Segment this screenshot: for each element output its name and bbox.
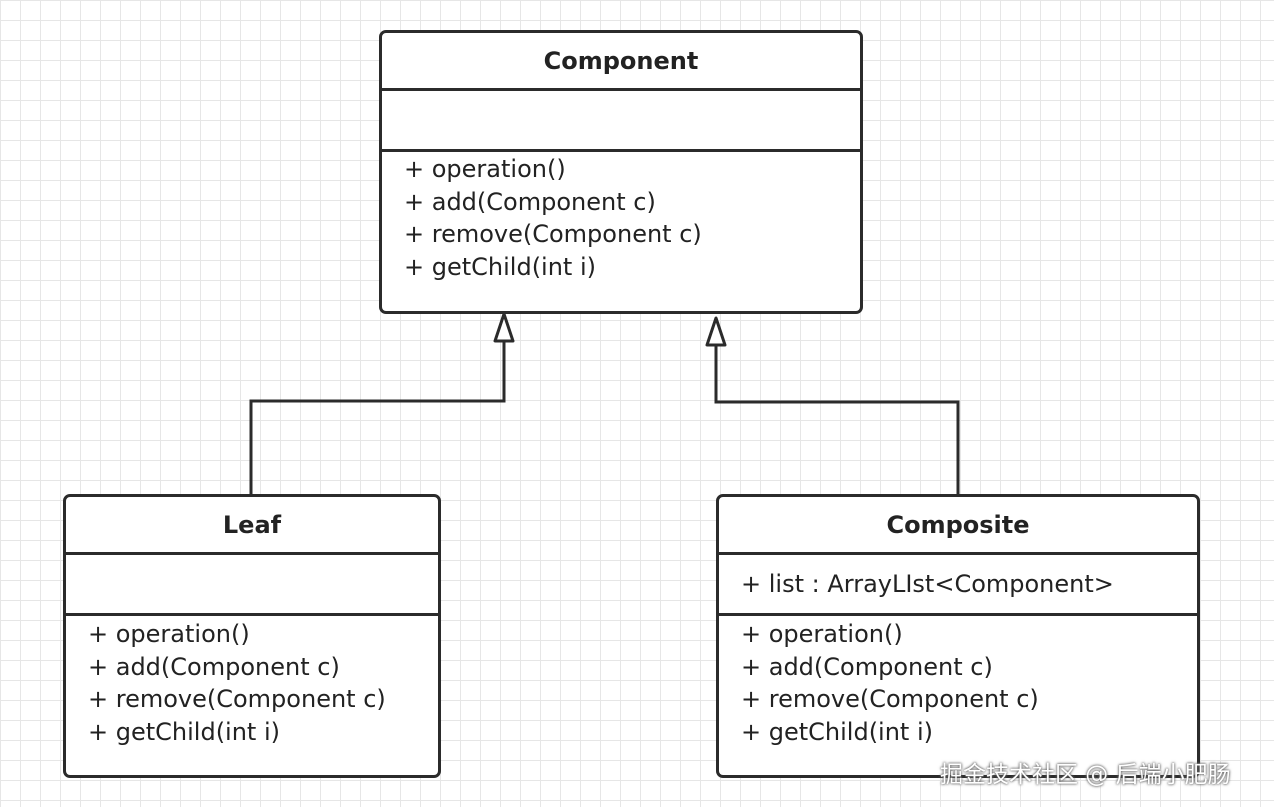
composite-class[interactable]: Composite + list : ArrayLIst<Component> … — [716, 494, 1200, 778]
leaf-attributes — [66, 555, 438, 616]
composite-class-name: Composite — [719, 497, 1197, 555]
operation-item: + getChild(int i) — [404, 252, 596, 281]
leaf-operations: + operation() + add(Component c) + remov… — [66, 616, 438, 748]
component-class[interactable]: Component + operation() + add(Component … — [379, 30, 863, 314]
operation-item: + remove(Component c) — [88, 685, 386, 713]
operation-item: + remove(Component c) — [404, 220, 702, 248]
operation-item: + remove(Component c) — [741, 685, 1039, 713]
composite-generalization-line — [714, 346, 960, 495]
composite-generalization-arrowhead — [705, 316, 727, 347]
operation-item: + add(Component c) — [741, 652, 993, 681]
component-attributes — [382, 91, 860, 152]
leaf-class[interactable]: Leaf + operation() + add(Component c) + … — [63, 494, 441, 778]
composite-attributes: + list : ArrayLIst<Component> — [719, 555, 1197, 616]
operation-item: + operation() — [741, 620, 903, 648]
leaf-generalization-arrowhead — [493, 312, 515, 343]
component-operations: + operation() + add(Component c) + remov… — [382, 152, 860, 283]
operation-item: + add(Component c) — [404, 187, 656, 216]
operation-item: + getChild(int i) — [88, 717, 280, 746]
composite-operations: + operation() + add(Component c) + remov… — [719, 616, 1197, 748]
leaf-class-name: Leaf — [66, 497, 438, 555]
operation-item: + operation() — [404, 155, 566, 183]
component-class-name: Component — [382, 33, 860, 91]
watermark: 掘金技术社区 @ 后端小肥肠 — [940, 762, 1231, 788]
operation-item: + getChild(int i) — [741, 717, 933, 746]
operation-item: + add(Component c) — [88, 652, 340, 681]
leaf-generalization-line — [249, 340, 506, 495]
operation-item: + operation() — [88, 620, 250, 648]
attribute-item: + list : ArrayLIst<Component> — [741, 570, 1114, 598]
